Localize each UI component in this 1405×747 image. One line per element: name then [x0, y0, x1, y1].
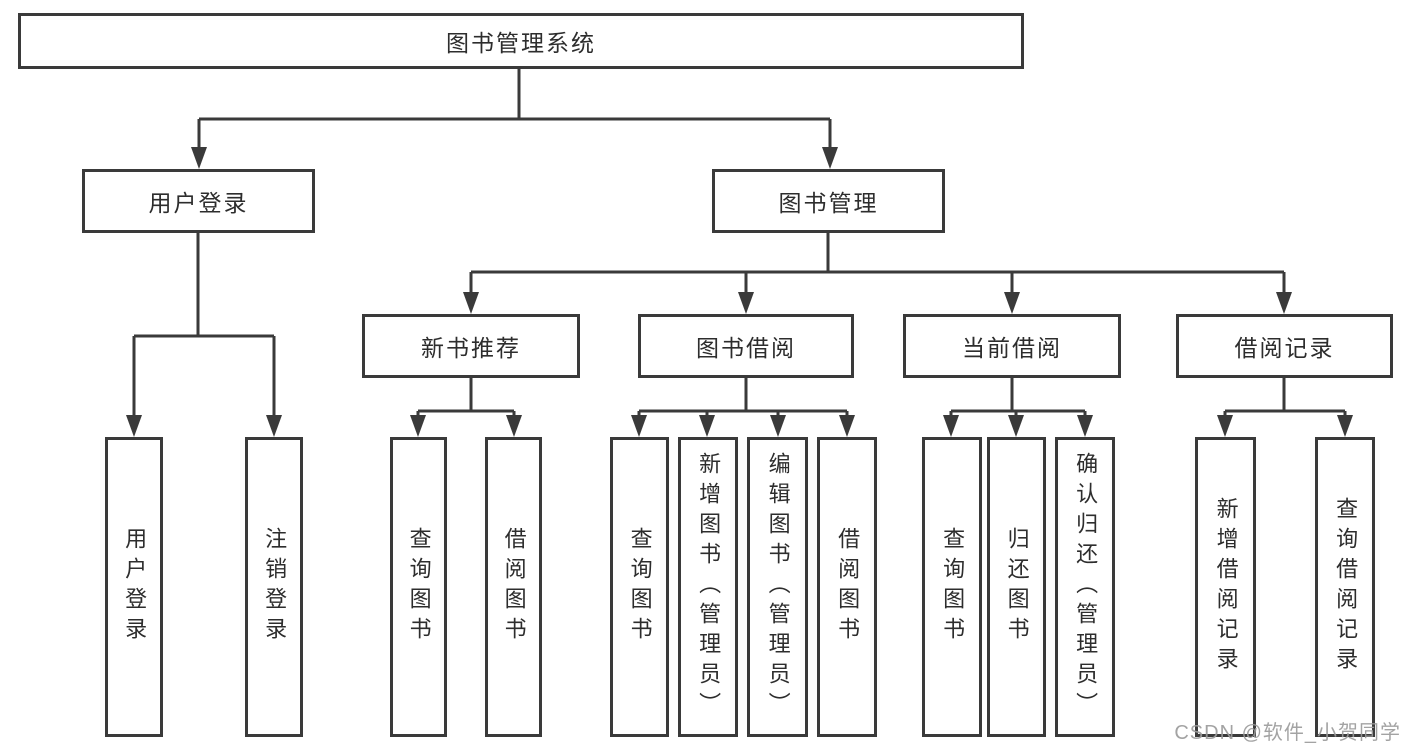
leaf-query-book-recommend: 查询图书 — [390, 437, 447, 737]
leaf-query-borrow-record: 查询借阅记录 — [1315, 437, 1375, 737]
leaf-label: 查询借阅记录 — [1333, 497, 1359, 677]
leaf-label: 归还图书 — [1004, 527, 1030, 647]
leaf-logout: 注销登录 — [245, 437, 303, 737]
leaf-label: 查询图书 — [940, 527, 966, 647]
connector-user-login-children — [126, 233, 282, 437]
leaf-confirm-return-admin: 确认归还（管理员） — [1055, 437, 1115, 737]
connector-borrow-record-children — [1217, 378, 1353, 437]
leaf-label: 借阅图书 — [501, 527, 527, 647]
leaf-add-book-admin: 新增图书（管理员） — [678, 437, 738, 737]
connector-root-to-level2 — [191, 69, 838, 169]
csdn-watermark: CSDN @软件_小贺同学 — [1174, 722, 1401, 744]
node-current-borrow: 当前借阅 — [903, 314, 1121, 378]
node-root-library-system: 图书管理系统 — [18, 13, 1024, 69]
leaf-label: 新增图书（管理员） — [696, 452, 722, 722]
leaf-borrow-book: 借阅图书 — [817, 437, 877, 737]
leaf-edit-book-admin: 编辑图书（管理员） — [747, 437, 808, 737]
leaf-label: 借阅图书 — [835, 527, 861, 647]
leaf-add-borrow-record: 新增借阅记录 — [1195, 437, 1256, 737]
node-user-login: 用户登录 — [82, 169, 315, 233]
node-new-book-recommend: 新书推荐 — [362, 314, 580, 378]
leaf-query-book-borrow: 查询图书 — [610, 437, 669, 737]
leaf-query-book-current: 查询图书 — [922, 437, 982, 737]
leaf-borrow-book-recommend: 借阅图书 — [485, 437, 542, 737]
connector-new-book-children — [410, 378, 522, 437]
leaf-label: 注销登录 — [262, 527, 288, 647]
leaf-label: 用户登录 — [122, 527, 148, 647]
node-book-management: 图书管理 — [712, 169, 945, 233]
connector-book-management-modules — [463, 233, 1292, 314]
leaf-label: 查询图书 — [406, 527, 432, 647]
node-borrow-record: 借阅记录 — [1176, 314, 1393, 378]
leaf-label: 查询图书 — [627, 527, 653, 647]
leaf-label: 新增借阅记录 — [1213, 497, 1239, 677]
node-book-borrow: 图书借阅 — [638, 314, 854, 378]
leaf-user-login: 用户登录 — [105, 437, 163, 737]
leaf-return-book: 归还图书 — [987, 437, 1046, 737]
connector-current-borrow-children — [943, 378, 1093, 437]
connector-book-borrow-children — [631, 378, 855, 437]
leaf-label: 确认归还（管理员） — [1073, 452, 1099, 722]
leaf-label: 编辑图书（管理员） — [765, 452, 791, 722]
